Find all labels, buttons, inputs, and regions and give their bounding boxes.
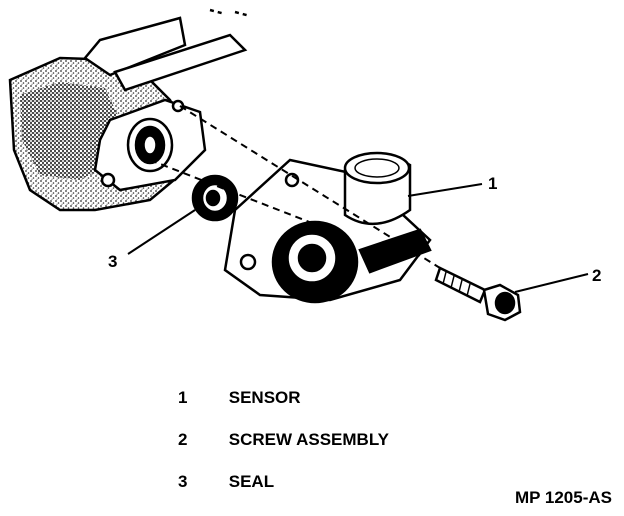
- legend-label: SEAL: [228, 472, 275, 491]
- legend-label: SENSOR: [228, 388, 301, 407]
- legend-label: SCREW ASSEMBLY: [228, 430, 389, 449]
- legend-number: 3: [178, 472, 188, 491]
- throttle-body: [8, 8, 251, 212]
- seal: [191, 174, 239, 222]
- legend-item-screw-assembly: 2 SCREW ASSEMBLY: [178, 430, 389, 450]
- sensor: [223, 151, 432, 304]
- screw-assembly: [434, 266, 522, 322]
- legend-item-seal: 3 SEAL: [178, 472, 274, 492]
- legend-number: 1: [178, 388, 188, 407]
- legend-number: 2: [178, 430, 188, 449]
- leader-lines: [127, 183, 589, 293]
- callout-3: 3: [108, 252, 118, 271]
- alignment-lines: [149, 105, 441, 269]
- callout-1: 1: [488, 174, 498, 193]
- figure-id: MP 1205-AS: [514, 488, 612, 507]
- callout-2: 2: [592, 266, 602, 285]
- legend-item-sensor: 1 SENSOR: [178, 388, 301, 408]
- exploded-view-illustration: [8, 8, 589, 322]
